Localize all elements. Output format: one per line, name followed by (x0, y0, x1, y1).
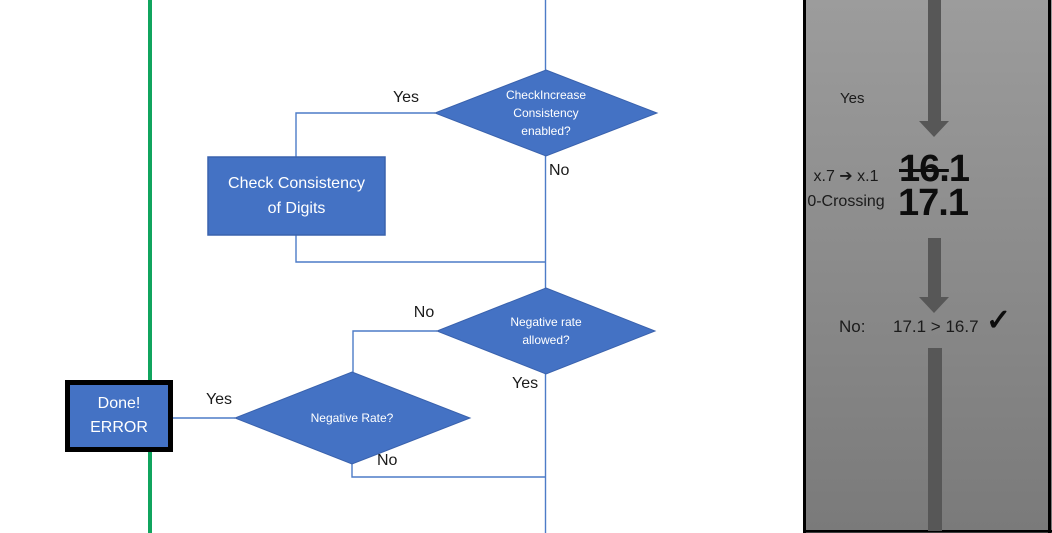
arrow-down-1-head-icon (919, 121, 949, 137)
connector-no-branch (352, 330, 437, 372)
panel-new-rate-value: 17.1 (898, 182, 969, 224)
panel-transition-label: x.7 ➔ x.1 (813, 168, 879, 185)
branch-label-no-negative-rate: No (377, 452, 398, 469)
gray-panel (803, 0, 1052, 533)
panel-result-comparison: 17.1 > 16.7 (893, 317, 979, 336)
branch-label-no-check-increase: No (549, 162, 570, 179)
branch-label-yes-check-increase: Yes (392, 89, 420, 106)
process-check-consistency (207, 156, 386, 236)
diamond-negative-rate-allowed (435, 287, 657, 375)
panel-zero-crossing-label: 0-Crossing (807, 193, 885, 210)
arrow-down-1-shaft (928, 0, 941, 122)
connector-no-return (351, 464, 546, 478)
struck-value: 16. (899, 148, 950, 190)
arrow-down-2-shaft (928, 238, 941, 299)
panel-yes-label: Yes (840, 90, 865, 107)
terminal-done-error (65, 380, 173, 452)
panel-result-prefix: No: (839, 317, 866, 336)
arrow-down-2-head-icon (919, 297, 949, 313)
branch-label-yes-negative-rate: Yes (205, 391, 233, 408)
branch-label-no-negative-rate-allowed: No (413, 304, 435, 321)
diamond-negative-rate (233, 371, 472, 465)
panel-old-rate-value: 16.1 (899, 148, 970, 190)
branch-label-yes-negative-rate-allowed: Yes (512, 375, 539, 392)
panel-arrows (919, 0, 949, 531)
arrow-down-3-shaft (928, 348, 942, 531)
diamond-check-increase (433, 69, 659, 157)
checkmark-icon: ✓ (986, 304, 1012, 337)
struck-value-tail: 1 (948, 148, 970, 190)
